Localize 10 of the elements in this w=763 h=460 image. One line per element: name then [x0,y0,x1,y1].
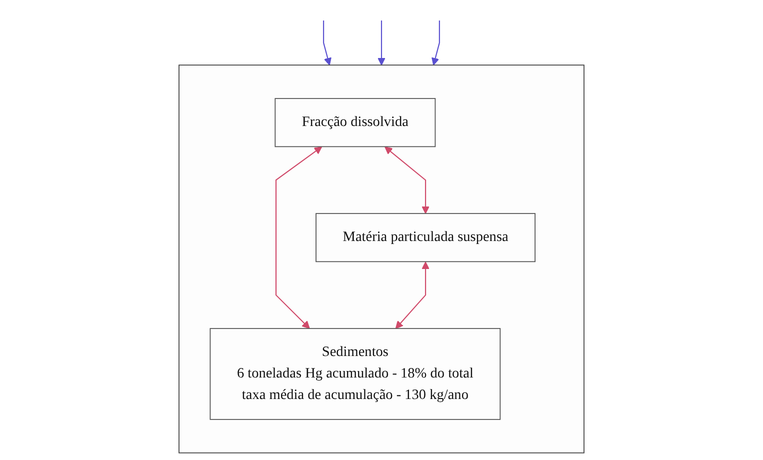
arrow [384,146,430,214]
cluster [178,64,584,454]
arrow [432,20,440,66]
node-box: Sedimentos 6 toneladas Hg acumulado - 18% do total taxa média de acumulação - 130 kg/ano [210,328,501,420]
arrow [378,20,386,66]
arrow [395,262,430,329]
arrow [323,20,332,66]
arrow [275,146,322,329]
node-box: Fracção dissolvida [274,98,436,148]
node-box: Matéria particulada suspensa [316,213,536,262]
